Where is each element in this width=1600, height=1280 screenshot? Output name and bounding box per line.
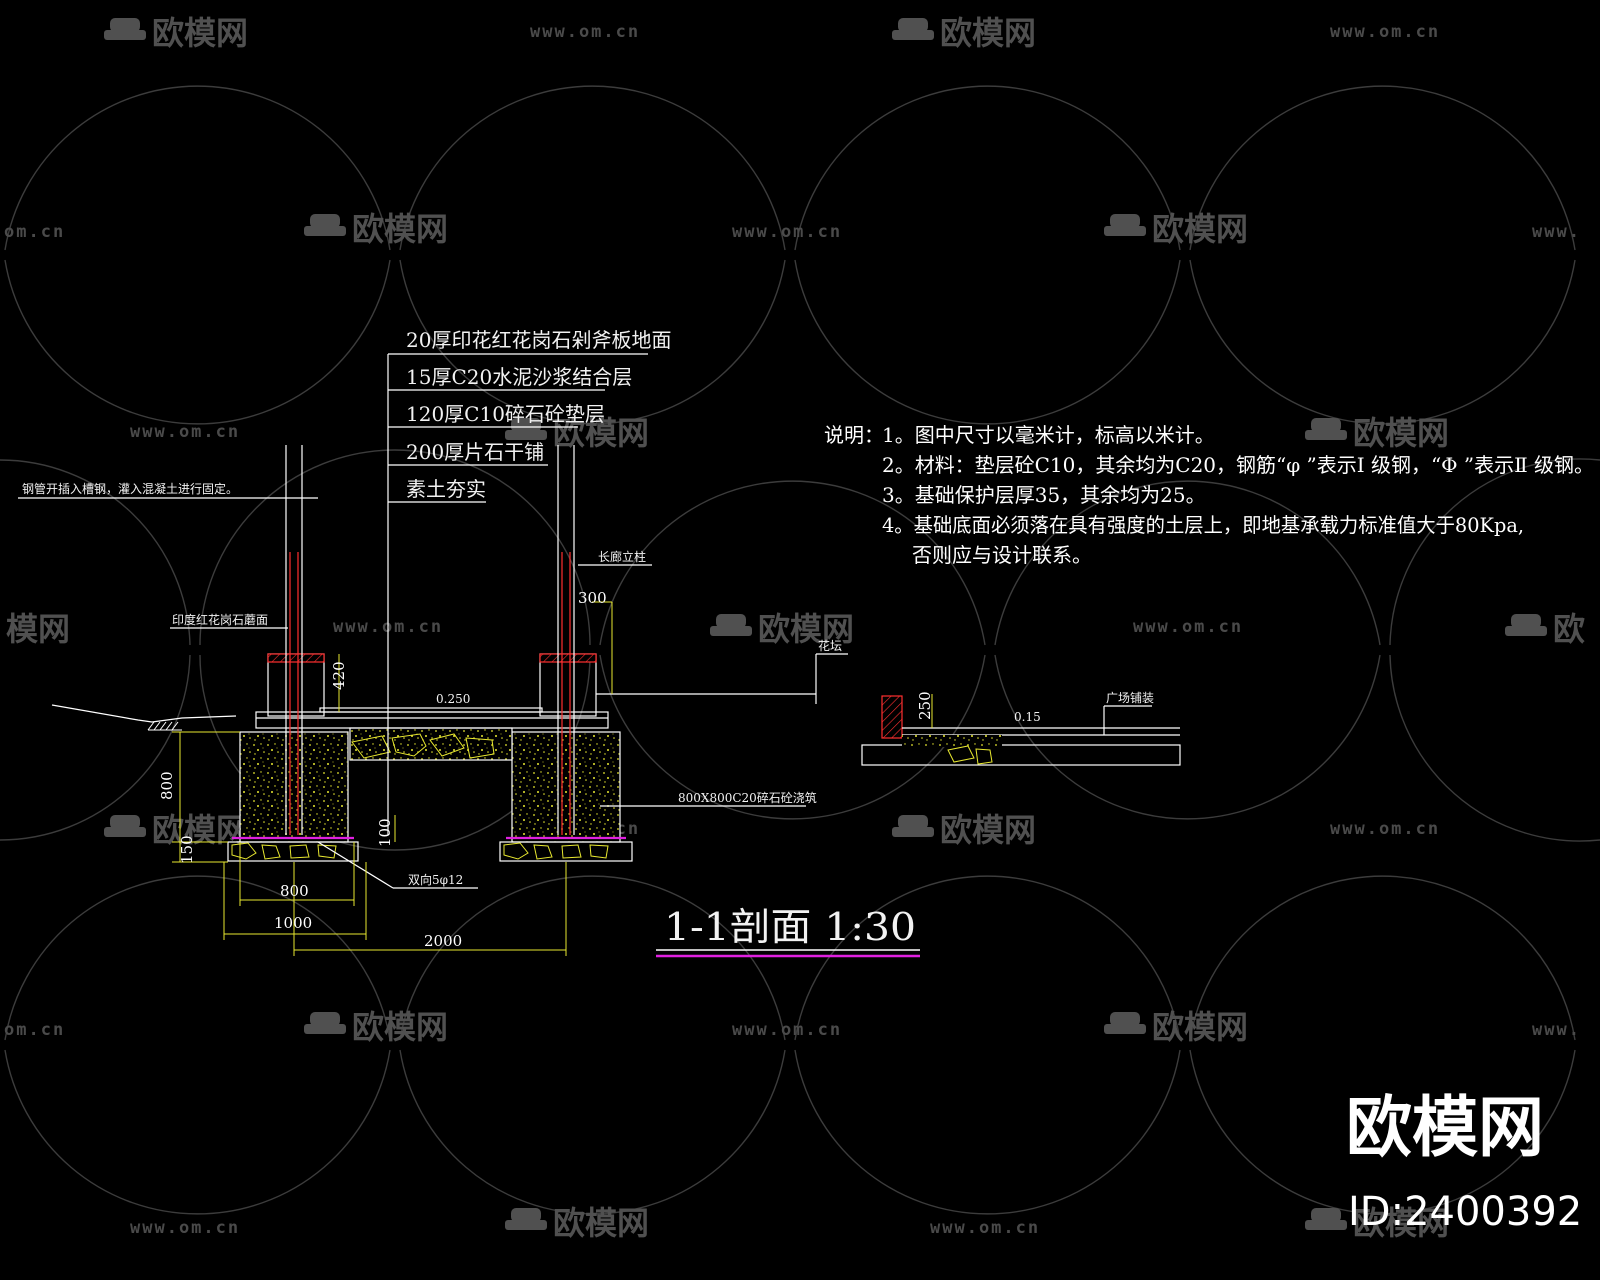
watermark-url: www. <box>1532 222 1581 242</box>
left-footing-base <box>227 841 359 862</box>
brand-name: 欧模网 <box>1346 1089 1544 1166</box>
watermark-url: www.om.cn <box>732 1020 842 1040</box>
plaza-subbase <box>861 744 1181 766</box>
layer-label-mortar: 15厚C20水泥沙浆结合层 <box>406 365 632 389</box>
watermark-url: om.cn <box>4 222 65 242</box>
layer-label-granite: 20厚印花红花岗石剁斧板地面 <box>406 328 671 352</box>
watermark-url: www.om.cn <box>930 1218 1040 1238</box>
watermark-logo: 欧模网 <box>758 610 854 648</box>
brand-id: ID:2400392 <box>1348 1189 1582 1235</box>
elevation-plaza: 0.15 <box>1014 710 1041 724</box>
right-cap-stone <box>539 653 597 663</box>
watermark-logo: 欧模网 <box>1353 414 1449 452</box>
base-concrete-label: 800X800C20碎石砼浇筑 <box>678 790 817 805</box>
plaza-gravel <box>902 735 1002 747</box>
watermark-url: www.om.cn <box>130 1218 240 1238</box>
note-item-5: 否则应与设计联系。 <box>912 543 1092 567</box>
dim-800-vertical: 800 <box>158 771 176 800</box>
layer-label-compacted-soil: 素土夯实 <box>406 477 486 501</box>
watermark-logo: 欧模网 <box>940 811 1036 849</box>
dim-1000: 1000 <box>274 914 312 932</box>
left-column-cap <box>267 653 325 717</box>
watermark-url: www.om.cn <box>530 22 640 42</box>
pole-label: 长廊立柱 <box>598 549 646 564</box>
dim-250: 250 <box>916 691 934 720</box>
watermark-logo: 欧模网 <box>152 811 248 849</box>
brand-block: 欧模网 ID:2400392 <box>1346 1089 1582 1235</box>
watermark-logo: 欧模网 <box>152 14 248 52</box>
watermark-logo: 欧模网 <box>352 210 448 248</box>
rebar-leader <box>317 841 394 889</box>
note-item-4: 4。基础底面必须落在具有强度的土层上，即地基承载力标准值大于80Kpa, <box>882 513 1524 537</box>
watermark-url: www.om.cn <box>1330 819 1440 839</box>
watermark-logo: 欧模网 <box>1353 1204 1449 1242</box>
footing-rubble <box>231 842 609 860</box>
watermark-logo: 欧模网 <box>553 1204 649 1242</box>
left-cap-stone <box>267 653 325 663</box>
plaza-label: 广场铺装 <box>1106 691 1154 705</box>
watermark-logo: 欧 <box>1553 610 1585 648</box>
watermark-url: www.om.cn <box>333 617 443 637</box>
watermark-logo: 模网 <box>6 610 70 648</box>
watermark-logo-icon <box>104 18 1547 1230</box>
dim-300: 300 <box>578 589 607 607</box>
layer-label-rubble: 200厚片石干铺 <box>406 440 544 464</box>
note-item-1: 1。图中尺寸以毫米计，标高以米计。 <box>882 423 1215 447</box>
stone-cap-label: 印度红花岗石蘑面 <box>172 612 268 627</box>
note-item-2: 2。材料：垫层砼C10，其余均为C20，钢筋“φ ”表示Ⅰ 级钢，“Φ ”表示Ⅱ… <box>882 453 1594 477</box>
layer-callouts: 20厚印花红花岗石剁斧板地面 15厚C20水泥沙浆结合层 120厚C10碎石砼垫… <box>406 328 671 501</box>
dim-100: 100 <box>376 818 394 847</box>
flower-bed-label: 花坛 <box>818 638 842 653</box>
design-notes: 说明： 1。图中尺寸以毫米计，标高以米计。 2。材料：垫层砼C10，其余均为C2… <box>824 423 1594 567</box>
watermark-text: 欧模网 欧模网 欧模网 欧模网 欧模网 欧模网 欧模网 欧 模网 欧模网 欧模网… <box>4 14 1585 1242</box>
watermark-url: www.om.cn <box>1330 22 1440 42</box>
left-footing-concrete <box>239 731 349 843</box>
watermark-logo: 欧模网 <box>1152 1008 1248 1046</box>
note-item-3: 3。基础保护层厚35，其余均为25。 <box>882 483 1206 507</box>
flower-bed-curb <box>881 695 903 739</box>
dim-150: 150 <box>178 835 196 864</box>
notes-prefix: 说明： <box>824 423 884 447</box>
dimension-labels: 800 150 420 100 300 250 800 1000 2000 <box>158 589 934 950</box>
mortar-layer <box>255 711 609 729</box>
natural-ground-line <box>51 704 237 723</box>
watermark-url: om.cn <box>4 1020 65 1040</box>
watermark-logo: 欧模网 <box>352 1008 448 1046</box>
section-title-block: 1-1剖面 1:30 <box>656 905 920 958</box>
watermark-logo: 欧模网 <box>1152 210 1248 248</box>
dim-2000: 2000 <box>424 932 462 950</box>
watermark-url: www.om.cn <box>1133 617 1243 637</box>
watermark-logo: 欧模网 <box>940 14 1036 52</box>
elevation-main: 0.250 <box>436 692 470 706</box>
tube-note: 钢管开插入槽钢，灌入混凝土进行固定。 <box>22 481 238 496</box>
rubble-stone <box>351 733 495 759</box>
watermark-arcs <box>0 85 1600 1215</box>
right-footing-concrete <box>511 731 621 843</box>
watermark-logo: 欧模网 <box>553 414 649 452</box>
watermark-url: www.om.cn <box>732 222 842 242</box>
ground-hatch <box>147 721 182 731</box>
plaza-rubble <box>947 745 993 765</box>
rebar-label: 双向5φ12 <box>408 872 463 887</box>
component-labels: 钢管开插入槽钢，灌入混凝土进行固定。 印度红花岗石蘑面 长廊立柱 花坛 广场铺装… <box>22 481 1154 887</box>
section-title: 1-1剖面 1:30 <box>664 905 916 949</box>
dim-420: 420 <box>330 661 348 690</box>
watermark-url: www. <box>1532 1020 1581 1040</box>
layer-label-gravel-concrete: 120厚C10碎石砼垫层 <box>406 402 605 426</box>
watermark-url: www.om.cn <box>130 422 240 442</box>
granite-paving <box>319 707 543 713</box>
watermark-layer <box>0 85 1600 1215</box>
right-footing-base <box>499 841 633 862</box>
dimension-lines <box>172 601 933 956</box>
section-geometry <box>18 353 1181 889</box>
dim-800: 800 <box>280 882 309 900</box>
